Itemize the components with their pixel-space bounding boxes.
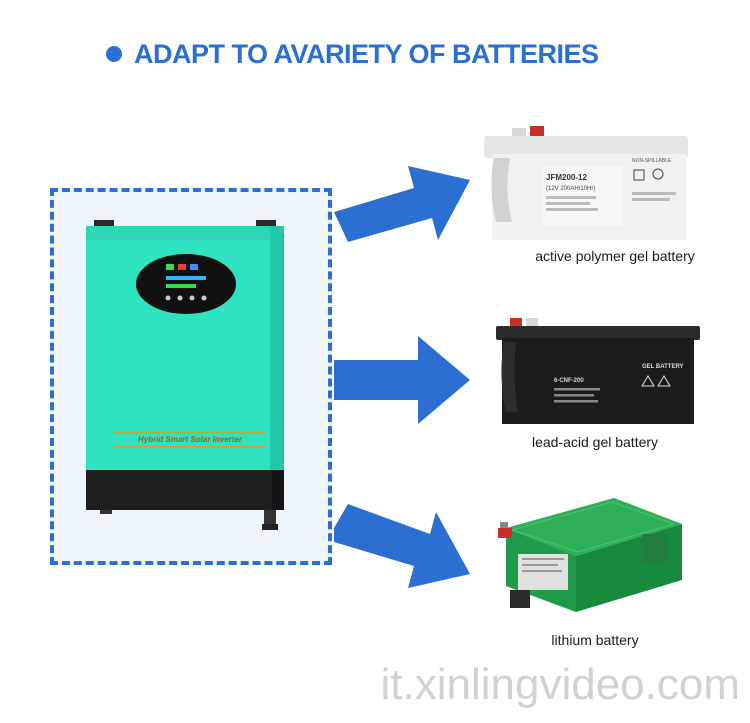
arrow-down-right-icon xyxy=(334,504,470,588)
battery-caption-lithium: lithium battery xyxy=(551,632,639,648)
bullet-dot-icon xyxy=(106,46,122,62)
headline-text: ADAPT TO AVARIETY OF BATTERIES xyxy=(134,38,599,69)
inverter-image: Hybrid Smart Solar Inverter xyxy=(86,220,284,530)
inverter-front-label: Hybrid Smart Solar Inverter xyxy=(138,435,243,444)
arrow-right-icon xyxy=(334,336,470,424)
battery-spec-label: (12V 200AH/10Hr) xyxy=(546,186,595,192)
battery-tag-label: NON-SPILLABLE xyxy=(632,158,672,164)
lead-acid-battery-image: GEL BATTERY 6-CNF-200 xyxy=(496,318,700,424)
battery-model-label-2: 6-CNF-200 xyxy=(554,378,584,384)
arrow-up-right-icon xyxy=(334,166,470,242)
battery-tag-label-2: GEL BATTERY xyxy=(642,364,684,370)
lithium-battery-image xyxy=(498,498,682,612)
battery-caption-lead-acid: lead-acid gel battery xyxy=(531,434,659,450)
battery-model-label: JFM200-12 xyxy=(546,173,587,182)
page-heading: ADAPT TO AVARIETY OF BATTERIES xyxy=(106,38,599,70)
gel-battery-image: JFM200-12 (12V 200AH/10Hr) NON-SPILLABLE xyxy=(484,126,688,240)
battery-caption-gel: active polymer gel battery xyxy=(535,248,695,264)
watermark-text: it.xinlingvideo.com xyxy=(380,660,741,709)
